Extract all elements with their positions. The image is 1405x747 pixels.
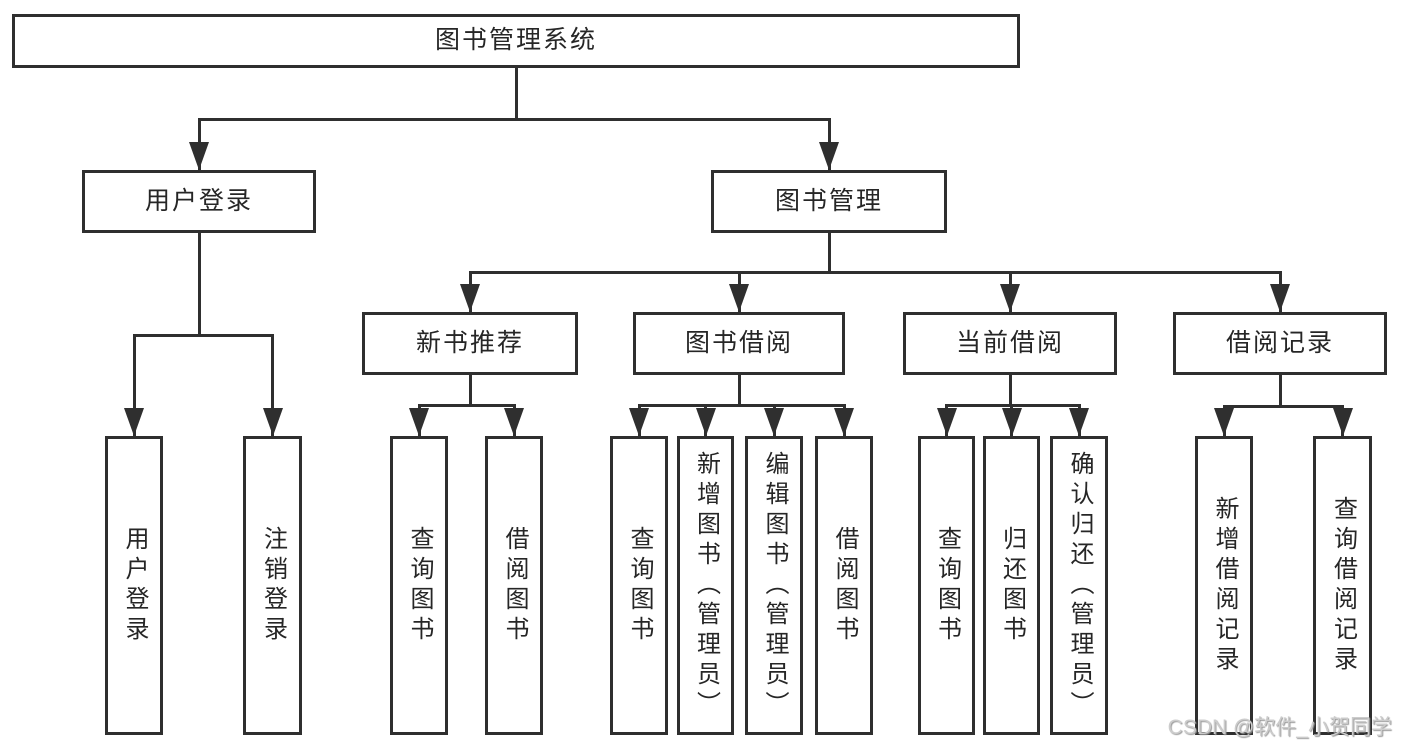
arrow-down-icon <box>409 408 429 436</box>
arrow-down-icon <box>764 408 784 436</box>
connector-bus <box>468 270 1282 274</box>
connector-bus <box>417 403 516 407</box>
node-leaf-nb-borrow: 借阅图书 <box>485 436 543 735</box>
node-label: 查询图书 <box>406 525 433 646</box>
node-leaf-bb-borrow: 借阅图书 <box>815 436 873 735</box>
node-leaf-bb-edit: 编辑图书（管理员） <box>745 436 803 735</box>
node-leaf-nb-query: 查询图书 <box>390 436 448 735</box>
arrow-down-icon <box>1000 284 1020 312</box>
node-label: 当前借阅 <box>955 328 1064 357</box>
node-book-mgmt: 图书管理 <box>711 170 947 233</box>
node-label: 归还图书 <box>998 525 1026 646</box>
connector-stem <box>514 68 518 121</box>
node-book-borrow: 图书借阅 <box>633 312 845 375</box>
node-borrow-records: 借阅记录 <box>1173 312 1387 375</box>
connector-stem <box>737 375 741 407</box>
connector-stem <box>468 375 472 407</box>
watermark-text: CSDN @软件_小贺同学 <box>1167 716 1392 739</box>
node-leaf-bb-add: 新增图书（管理员） <box>677 436 734 735</box>
connector-bus <box>637 403 846 407</box>
node-user-login: 用户登录 <box>82 170 316 233</box>
node-leaf-bb-query: 查询图书 <box>610 436 668 735</box>
arrow-down-icon <box>1270 284 1290 312</box>
connector-drop <box>271 333 274 436</box>
node-leaf-cb-query: 查询图书 <box>918 436 975 735</box>
connector-stem <box>1278 375 1282 408</box>
node-label: 查询图书 <box>933 525 961 646</box>
node-label: 用户登录 <box>121 525 148 646</box>
node-label: 图书借阅 <box>684 328 793 357</box>
arrow-down-icon <box>1214 408 1234 436</box>
arrow-down-icon <box>460 284 480 312</box>
arrow-down-icon <box>729 284 749 312</box>
node-label: 用户登录 <box>144 186 253 215</box>
arrow-down-icon <box>262 408 283 436</box>
node-label: 图书管理 <box>774 186 883 215</box>
arrow-down-icon <box>124 408 144 436</box>
arrow-down-icon <box>1332 408 1353 436</box>
connector-stem <box>827 233 831 274</box>
connector-stem <box>197 233 201 337</box>
connector-stem <box>1008 375 1012 407</box>
node-leaf-cb-confirm: 确认归还（管理员） <box>1050 436 1108 735</box>
node-label: 图书管理系统 <box>434 26 597 55</box>
node-label: 新书推荐 <box>415 328 524 357</box>
node-label: 借阅图书 <box>501 525 528 646</box>
arrow-down-icon <box>936 408 957 436</box>
node-label: 确认归还（管理员） <box>1066 450 1093 721</box>
connector-bus <box>197 117 831 121</box>
node-label: 借阅记录 <box>1225 328 1334 357</box>
arrow-down-icon <box>1069 408 1089 436</box>
node-label: 编辑图书（管理员） <box>761 450 788 721</box>
node-label: 借阅图书 <box>831 525 858 646</box>
node-label: 查询借阅记录 <box>1329 495 1357 676</box>
node-leaf-br-add: 新增借阅记录 <box>1195 436 1253 735</box>
arrow-down-icon <box>504 408 524 436</box>
connector-bus <box>132 333 274 337</box>
connector-drop <box>132 333 136 436</box>
arrow-down-icon <box>695 408 716 436</box>
node-leaf-logout: 注销登录 <box>243 436 302 735</box>
node-label: 查询图书 <box>626 525 653 646</box>
arrow-down-icon <box>629 408 649 436</box>
node-root: 图书管理系统 <box>12 14 1020 68</box>
arrow-down-icon <box>1001 408 1022 436</box>
arrow-down-icon <box>819 142 839 170</box>
node-label: 新增借阅记录 <box>1211 495 1238 676</box>
arrow-down-icon <box>834 408 854 436</box>
arrow-down-icon <box>189 142 209 170</box>
node-label: 注销登录 <box>259 525 287 646</box>
node-new-book-rec: 新书推荐 <box>362 312 578 375</box>
node-leaf-user-login: 用户登录 <box>105 436 163 735</box>
node-current-borrow: 当前借阅 <box>903 312 1117 375</box>
node-label: 新增图书（管理员） <box>692 450 720 721</box>
connector-bus <box>1222 404 1344 408</box>
node-leaf-cb-return: 归还图书 <box>983 436 1040 735</box>
node-leaf-br-query: 查询借阅记录 <box>1313 436 1372 735</box>
